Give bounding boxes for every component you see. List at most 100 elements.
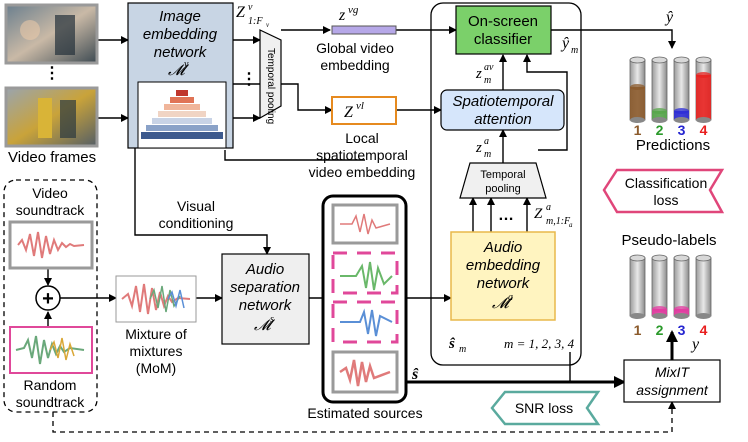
svg-text:v: v <box>266 21 270 29</box>
z-frames-ellipsis: ⋮ <box>241 71 257 88</box>
estimated-sources-label: Estimated sources <box>307 405 422 421</box>
y-hat-m-label: ŷ m <box>560 35 578 56</box>
svg-text:z: z <box>475 66 482 82</box>
prediction-bar-3 <box>673 56 690 123</box>
estimated-source-2 <box>331 251 399 295</box>
global-embedding-symbol: z <box>338 7 346 24</box>
dashed-feedback-line <box>52 401 676 433</box>
predictions-label: Predictions <box>636 137 710 154</box>
frame-ellipsis: ⋮ <box>44 65 60 82</box>
video-soundtrack-label-1: Video <box>32 185 68 201</box>
svg-text:Z: Z <box>534 206 543 222</box>
y-label: y <box>690 336 700 353</box>
local-embedding-symbol: Z <box>344 104 354 121</box>
mom-label-3: (MoM) <box>136 360 176 376</box>
classification-loss: Classification loss <box>602 168 725 214</box>
global-embedding-bar <box>331 25 397 35</box>
svg-text:m: m <box>459 344 466 355</box>
pseudo-label-index-4: 4 <box>700 322 708 338</box>
spatiotemporal-attention: Spatiotemporal attention <box>440 89 565 131</box>
separation-symbol: 𝓜 <box>254 318 276 334</box>
pseudo-label-bar-1 <box>629 254 646 319</box>
prediction-bar-2 <box>651 56 668 123</box>
pseudo-label-bar-2 <box>651 254 668 319</box>
mixing-plus-node <box>35 285 61 311</box>
pseudo-label-index-3: 3 <box>678 322 686 338</box>
image-net-title-line2: embedding <box>143 26 218 43</box>
svg-text:Z: Z <box>236 4 246 21</box>
temporal-pooling-audio: Temporal pooling <box>459 162 547 199</box>
visual-conditioning-line2: conditioning <box>159 215 234 231</box>
local-video-embedding: Z vl Local spatiotemporal video embeddin… <box>309 96 416 180</box>
prediction-index-1: 1 <box>634 122 642 138</box>
global-embedding-label-1: Global video <box>316 40 394 56</box>
prediction-index-3: 3 <box>678 122 686 138</box>
svg-text:m,1:F: m,1:F <box>546 216 571 227</box>
svg-text:pooling: pooling <box>485 183 520 195</box>
svg-text:1:F: 1:F <box>248 16 263 27</box>
audio-embedding-network: Audio embedding network 𝓜 a <box>450 231 556 321</box>
random-soundtrack-label-2: soundtrack <box>16 394 85 410</box>
svg-text:ŝ: ŝ <box>448 336 456 352</box>
classification-loss-line1: Classification <box>625 175 707 191</box>
local-embedding-label-3: video embedding <box>309 164 416 180</box>
classification-loss-line2: loss <box>654 192 679 208</box>
audio-net-title-2: embedding <box>466 257 541 274</box>
audio-net-symbol: 𝓜 <box>492 296 514 312</box>
temporal-pooling-video: Temporal pooling <box>259 29 282 124</box>
global-embedding-label-2: embedding <box>320 57 389 73</box>
svg-text:m: m <box>484 149 491 160</box>
image-net-symbol-sup: v <box>184 59 189 70</box>
mom-label-2: mixtures <box>130 343 183 359</box>
z-a-label: z a m <box>475 136 491 160</box>
snr-loss: SNR loss <box>490 390 601 426</box>
estimated-source-1 <box>331 203 399 245</box>
estimated-source-4 <box>331 350 399 394</box>
audio-net-title-3: network <box>477 275 531 292</box>
separation-symbol-sup: s <box>270 314 274 325</box>
image-net-title-line3: network <box>154 44 208 61</box>
svg-text:av: av <box>484 62 494 73</box>
mom-label-1: Mixture of <box>125 326 187 342</box>
svg-text:m: m <box>571 45 578 56</box>
audio-inputs-dashed-box: Video soundtrack + Random soundtrack <box>3 179 98 413</box>
video-frame-1 <box>4 3 99 65</box>
svg-text:Temporal pooling: Temporal pooling <box>265 48 276 124</box>
video-soundtrack-waveform <box>8 220 94 270</box>
random-soundtrack-label-1: Random <box>24 377 77 393</box>
m-range-label: m = 1, 2, 3, 4 <box>504 336 575 351</box>
svg-text:Temporal: Temporal <box>480 169 525 181</box>
pyramid-icon <box>137 81 227 149</box>
video-frames: ⋮ Video frames <box>4 3 99 166</box>
random-soundtrack-waveform <box>9 326 93 374</box>
y-hat-label: ŷ <box>664 9 674 26</box>
prediction-index-4: 4 <box>700 122 708 138</box>
audio-separation-network: Audio separation network 𝓜 s <box>221 253 310 345</box>
connectors <box>44 26 678 388</box>
video-soundtrack-label-2: soundtrack <box>16 202 85 218</box>
pseudo-label-index-1: 1 <box>634 322 642 338</box>
z-video-frames-label: Z v 1:F v <box>236 2 270 29</box>
prediction-bar-4 <box>695 56 712 123</box>
global-video-embedding: z vg Global video embedding <box>316 4 397 73</box>
svg-text:a: a <box>546 202 551 213</box>
pseudo-labels-label: Pseudo-labels <box>621 232 716 249</box>
svg-text:a: a <box>484 136 489 147</box>
svg-text:a: a <box>569 221 573 229</box>
z-av-label: z av m <box>475 62 494 86</box>
global-embedding-sup: vg <box>348 4 359 16</box>
local-embedding-label-1: Local <box>345 130 378 146</box>
visual-conditioning-line1: Visual <box>177 198 215 214</box>
separation-title-3: network <box>239 297 293 314</box>
local-embedding-sup: vl <box>356 100 364 112</box>
separation-title-2: separation <box>230 279 300 296</box>
audio-net-title-1: Audio <box>483 239 522 256</box>
svg-text:v: v <box>248 2 253 13</box>
classifier-title-2: classifier <box>474 31 532 48</box>
z-audio-frames-ellipsis: … <box>498 207 514 224</box>
mixit-title-1: MixIT <box>655 364 691 380</box>
pseudo-label-index-2: 2 <box>656 322 664 338</box>
classifier-title-1: On-screen <box>468 13 538 30</box>
